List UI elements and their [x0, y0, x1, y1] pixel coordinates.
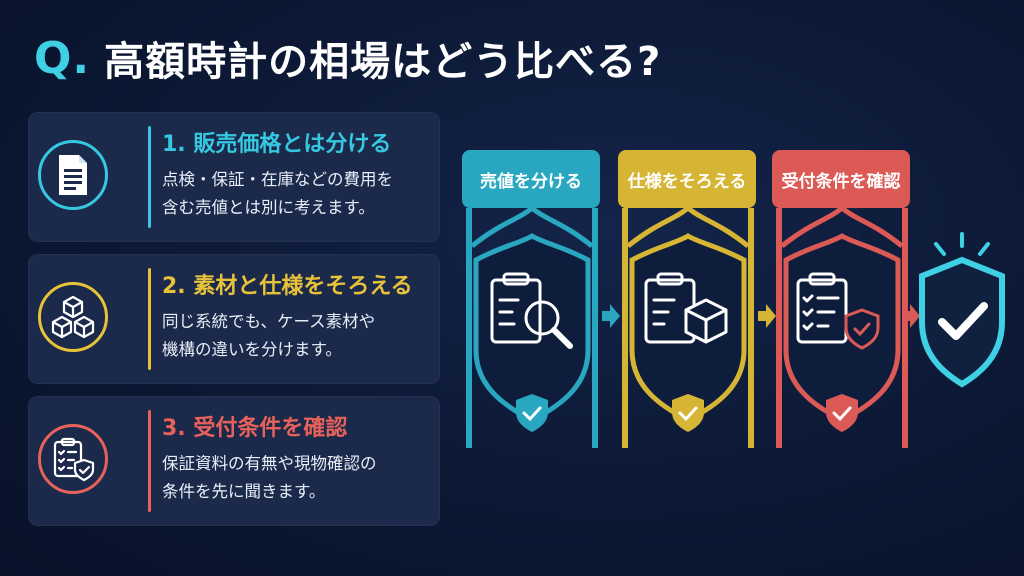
title-text: 高額時計の相場はどう比べる? — [104, 39, 662, 85]
flow-frame-2 — [622, 204, 754, 448]
step-card-2: 2. 素材と仕様をそろえる 同じ系統でも、ケース素材や 機構の違いを分けます。 — [28, 254, 440, 384]
flow-frame-3 — [776, 204, 908, 448]
document-icon — [38, 140, 108, 210]
arrow-right-icon — [758, 304, 776, 328]
card-description: 点検・保証・在庫などの費用を 含む売値とは別に考えます。 — [162, 166, 432, 222]
page-title: Q. 高額時計の相場はどう比べる? — [34, 26, 661, 90]
checklist-shield-icon — [38, 424, 108, 494]
arrow-right-icon — [602, 304, 620, 328]
card-description: 同じ系統でも、ケース素材や 機構の違いを分けます。 — [162, 308, 432, 364]
card-heading: 3. 受付条件を確認 — [162, 416, 348, 441]
flow-step-3: 受付条件を確認 — [772, 150, 912, 450]
card-line: 条件を先に聞きます。 — [162, 482, 326, 501]
card-line: 点検・保証・在庫などの費用を — [162, 170, 393, 189]
flow-frame-1 — [466, 204, 598, 448]
card-line: 機構の違いを分けます。 — [162, 340, 342, 359]
flow-step-label: 仕様をそろえる — [618, 150, 756, 208]
card-line: 保証資料の有無や現物確認の — [162, 454, 377, 473]
step-card-3: 3. 受付条件を確認 保証資料の有無や現物確認の 条件を先に聞きます。 — [28, 396, 440, 526]
card-line: 含む売値とは別に考えます。 — [162, 198, 375, 217]
card-divider — [148, 268, 151, 370]
card-divider — [148, 410, 151, 512]
card-divider — [148, 126, 151, 228]
card-heading: 1. 販売価格とは分ける — [162, 132, 392, 157]
card-line: 同じ系統でも、ケース素材や — [162, 312, 376, 331]
flow-step-1: 売値を分ける — [462, 150, 602, 450]
question-mark-label: Q. — [34, 32, 91, 84]
flow-step-label: 売値を分ける — [462, 150, 600, 208]
flow-step-label: 受付条件を確認 — [772, 150, 910, 208]
check-shield-icon — [919, 232, 1005, 388]
step-card-1: 1. 販売価格とは分ける 点検・保証・在庫などの費用を 含む売値とは別に考えます… — [28, 112, 440, 242]
card-description: 保証資料の有無や現物確認の 条件を先に聞きます。 — [162, 450, 432, 506]
cubes-icon — [38, 282, 108, 352]
card-heading: 2. 素材と仕様をそろえる — [162, 274, 413, 299]
flow-step-2: 仕様をそろえる — [618, 150, 758, 450]
arrow-right-icon — [902, 304, 920, 328]
